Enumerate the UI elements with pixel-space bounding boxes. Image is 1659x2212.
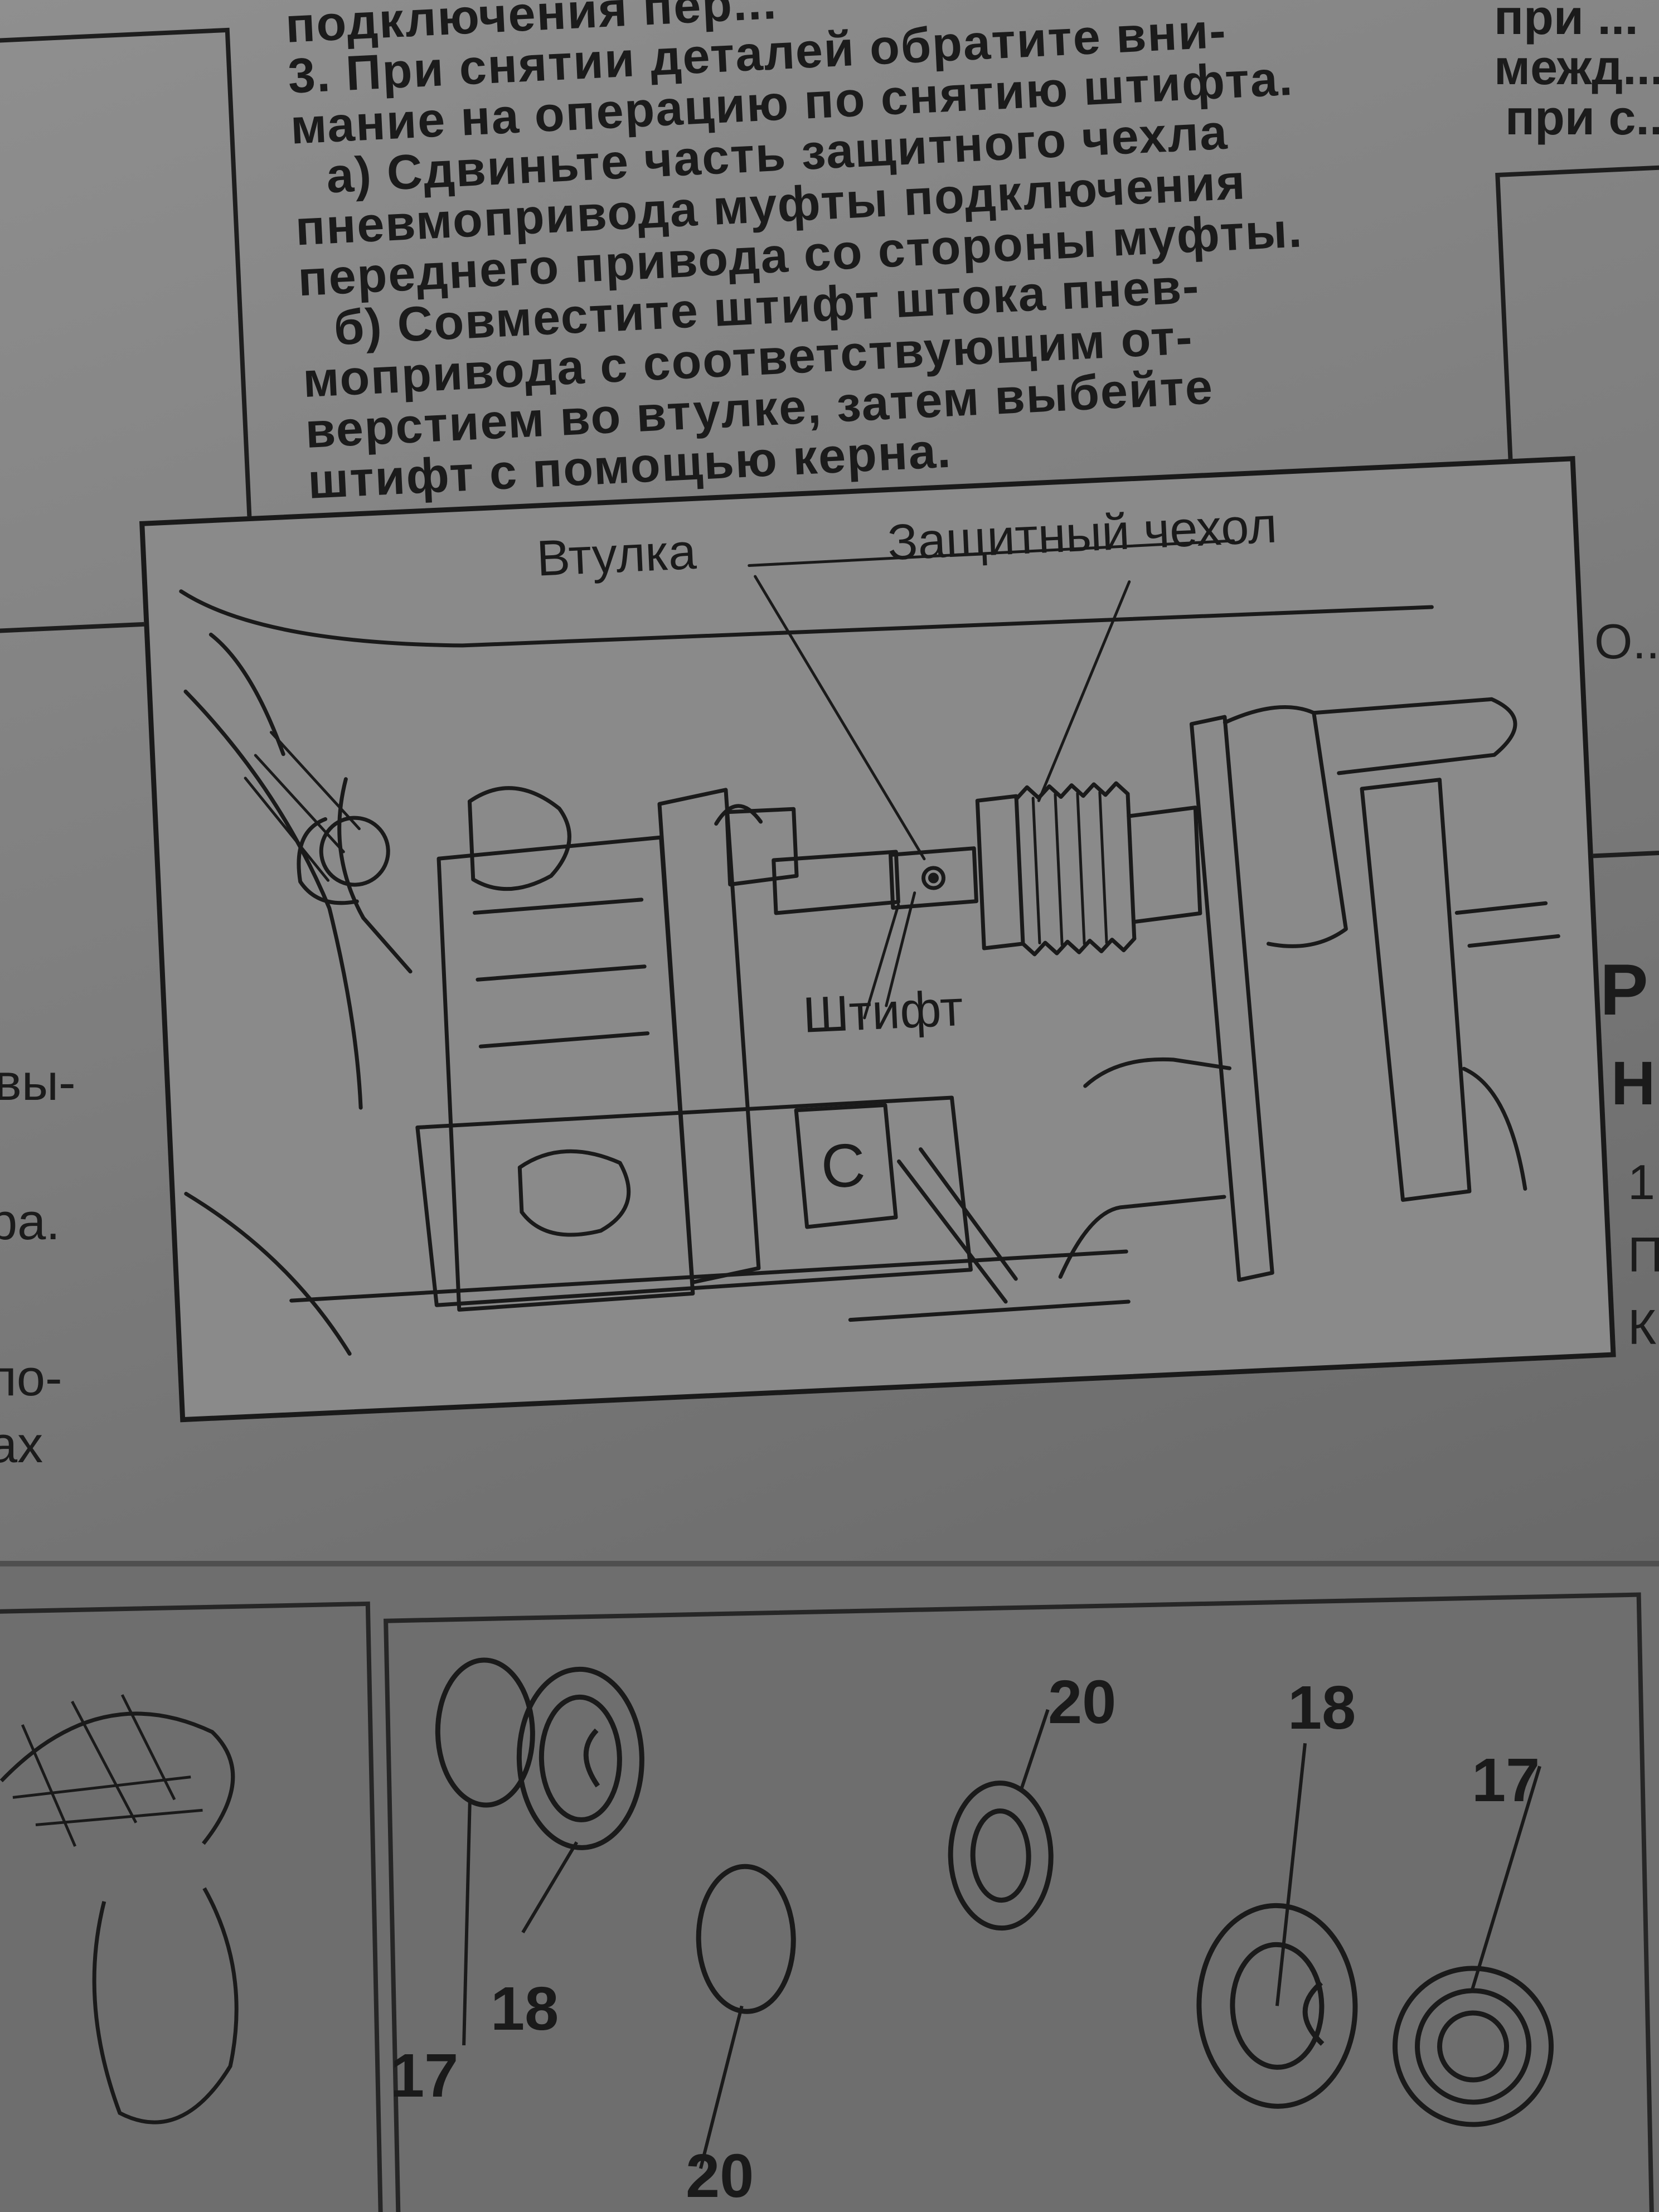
right-margin-text: Н — [1611, 1049, 1656, 1118]
right-margin-text: П — [1628, 1227, 1659, 1282]
hand-drawing — [0, 1694, 239, 2124]
left-margin-text: по- — [0, 1350, 62, 1406]
callout-number: 17 — [390, 2041, 459, 2110]
left-margin-text: ра. — [0, 1194, 60, 1250]
left-margin-text: ах — [0, 1417, 43, 1473]
lower-left-figure-frame — [0, 1601, 384, 2212]
right-margin-heading: Р — [1600, 949, 1648, 1030]
lower-gear-figure-frame — [384, 1592, 1655, 2212]
callout-number: 18 — [491, 1975, 559, 2043]
c-mark: C — [819, 1131, 867, 1201]
right-margin-text: межд... — [1494, 40, 1659, 95]
bushing-label: Втулка — [535, 523, 697, 587]
transfer-case-figure: Втулка Защитный чехол Штифт C — [139, 456, 1616, 1423]
transfer-case-drawing — [179, 539, 1560, 1356]
right-margin-text: К — [1628, 1299, 1657, 1355]
callout-number: 17 — [1472, 1746, 1540, 1815]
callout-number: 20 — [1048, 1668, 1117, 1736]
left-margin-text: вы- — [0, 1054, 76, 1111]
callout-number: 20 — [686, 2142, 754, 2210]
callout-number: 18 — [1288, 1673, 1356, 1742]
right-margin-text: 1 — [1628, 1154, 1655, 1210]
instruction-text: подключения пер... 3. При снятии деталей… — [284, 0, 1506, 509]
pin-label: Штифт — [802, 980, 964, 1044]
right-margin-text: при ... — [1494, 0, 1638, 45]
gear-parts-drawing — [435, 1657, 1554, 2169]
right-margin-text: О... — [1594, 614, 1659, 669]
right-margin-text: при с... — [1505, 90, 1659, 145]
lower-figure-area — [0, 1561, 1659, 2212]
